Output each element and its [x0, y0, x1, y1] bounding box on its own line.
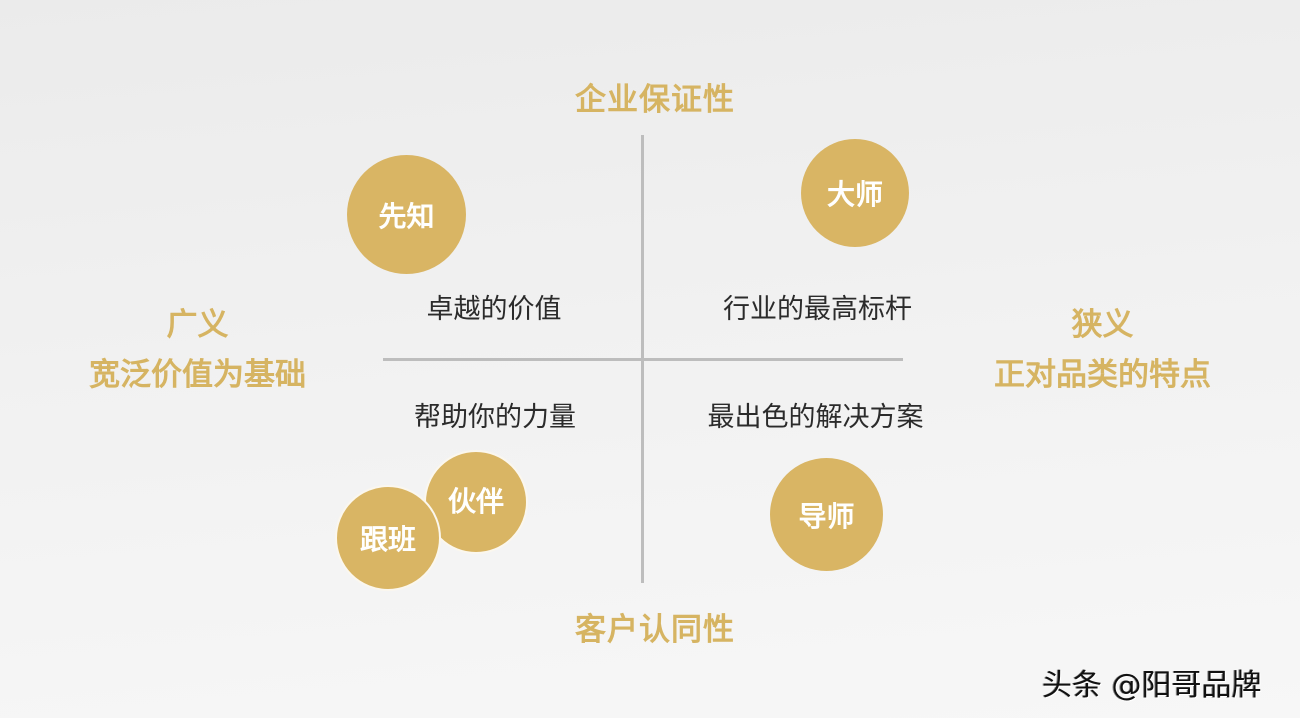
badge-mentor-label: 导师: [798, 499, 855, 533]
axis-label-top: 企业保证性: [575, 82, 735, 118]
badge-prophet: 先知: [347, 155, 466, 274]
watermark: 头条 @阳哥品牌: [1042, 668, 1262, 703]
badge-partner: 伙伴: [424, 450, 528, 554]
badge-follower-label: 跟班: [359, 523, 416, 556]
quadrant-text-top-right: 行业的最高标杆: [723, 294, 912, 325]
quadrant-text-top-left: 卓越的价值: [426, 294, 562, 325]
horizontal-axis: [383, 358, 903, 361]
axis-label-right-subtitle: 正对品类的特点: [994, 357, 1211, 393]
badge-partner-label: 伙伴: [447, 485, 504, 518]
axis-label-right: 狭义 正对品类的特点: [975, 300, 1230, 400]
axis-label-left-subtitle: 宽泛价值为基础: [89, 357, 306, 393]
axis-label-bottom: 客户认同性: [575, 612, 735, 648]
badge-prophet-label: 先知: [378, 199, 435, 233]
quadrant-text-bottom-left: 帮助你的力量: [414, 402, 576, 433]
axis-label-left-title: 广义: [166, 307, 229, 343]
badge-follower: 跟班: [335, 485, 441, 591]
axis-label-right-title: 狭义: [1071, 307, 1134, 343]
quadrant-text-bottom-right: 最出色的解决方案: [707, 402, 924, 433]
badge-master-label: 大师: [826, 178, 883, 211]
axis-label-left: 广义 宽泛价值为基础: [70, 300, 325, 400]
badge-master: 大师: [801, 139, 909, 247]
badge-mentor: 导师: [770, 458, 883, 571]
